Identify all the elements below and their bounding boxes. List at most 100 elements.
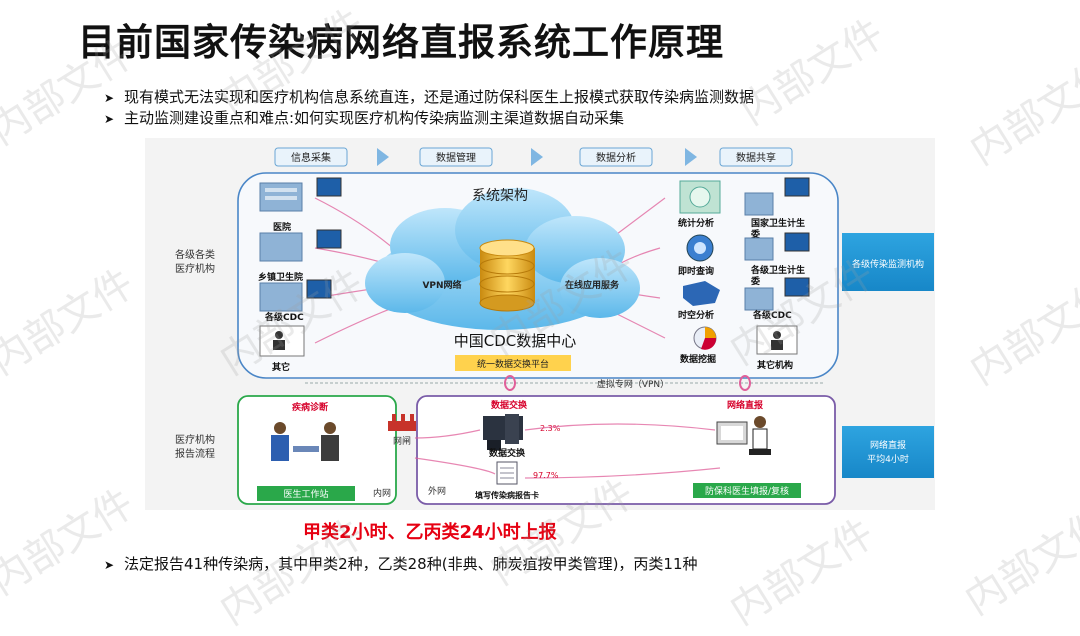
right-function-label: 时空分析 — [678, 309, 714, 321]
data-exchange-node-label: 数据交换 — [489, 447, 526, 459]
report-card-icon — [496, 461, 518, 485]
left-node-label: 各级CDC — [264, 311, 304, 323]
right-node-cdc: 各级CDC — [744, 277, 810, 321]
map-icon — [683, 281, 720, 306]
pct-exchange-label: 2.3% — [540, 424, 561, 433]
watermark-text: 内部文件 — [957, 500, 1080, 625]
bullet-text: 现有模式无法实现和医疗机构信息系统直连，还是通过防保科医生上报模式获取传染病监测… — [124, 88, 755, 106]
link-icon — [739, 375, 751, 391]
monitor-icon — [316, 177, 342, 197]
flow-steps: 信息采集 数据管理 数据分析 数据共享 — [274, 147, 793, 167]
flow-step: 数据分析 — [596, 151, 636, 164]
database-icon — [479, 239, 535, 312]
right-function-query: 即时查询 — [678, 234, 714, 277]
person-icon — [275, 331, 283, 339]
right-node-label: 各级CDC — [752, 309, 792, 321]
svg-text:平均4小时: 平均4小时 — [867, 453, 909, 465]
left-node-label: 乡镇卫生院 — [258, 271, 303, 283]
watermark-text: 内部文件 — [732, 10, 893, 135]
left-node-hospital: 医院 — [259, 177, 342, 233]
right-function-label: 即时查询 — [678, 265, 714, 277]
right-node-other: 其它机构 — [756, 325, 798, 371]
left-group-label: 各级各类 — [175, 248, 215, 261]
bullet-item: ➤ 主动监测建设重点和难点:如何实现医疗机构传染病监测主渠道数据自动采集 — [104, 107, 624, 128]
direct-report-time-box — [842, 426, 934, 478]
arrow-right-icon — [531, 148, 543, 166]
right-function-label: 数据挖掘 — [680, 353, 716, 365]
prevention-doctor-box — [693, 483, 801, 498]
reporting-deadline-text: 甲类2小时、乙丙类24小时上报 — [303, 522, 557, 543]
page-title: 目前国家传染病网络直报系统工作原理 — [78, 21, 724, 64]
vpn-label: 虚拟专网（VPN） — [597, 378, 669, 390]
exchange-platform-label: 统一数据交换平台 — [477, 358, 549, 370]
vpn-network-label: VPN网络 — [422, 279, 461, 291]
right-function-label: 统计分析 — [678, 217, 714, 229]
watermark-text: 内部文件 — [962, 50, 1080, 175]
right-function-stats: 统计分析 — [678, 180, 721, 229]
arrow-right-icon — [685, 148, 697, 166]
data-exchange-title: 数据交换 — [491, 399, 528, 411]
flow-step: 信息采集 — [291, 151, 331, 164]
bullet-text: 主动监测建设重点和难点:如何实现医疗机构传染病监测主渠道数据自动采集 — [124, 109, 625, 127]
svg-text:委: 委 — [750, 228, 761, 240]
bullet-item: ➤ 现有模式无法实现和医疗机构信息系统直连，还是通过防保科医生上报模式获取传染病监… — [104, 86, 754, 107]
doctor-patient-icon — [271, 422, 339, 461]
watermark-text: 内部文件 — [0, 480, 143, 605]
exchange-platform-box — [455, 355, 571, 371]
doctor-station-box — [257, 486, 355, 501]
right-function-spatial: 时空分析 — [678, 281, 720, 321]
flow-step: 数据管理 — [436, 151, 476, 164]
fill-card-label: 填写传染病报告卡 — [475, 490, 539, 500]
monitor-icon — [784, 277, 810, 297]
disease-diagnosis-label: 疾病诊断 — [292, 401, 328, 413]
left-node-label: 医院 — [273, 221, 291, 233]
arrow-bullet-icon: ➤ — [104, 558, 115, 572]
watermark-text: 内部文件 — [0, 260, 143, 385]
data-center-label: 中国CDC数据中心 — [454, 332, 577, 350]
direct-report-time-label: 网络直报 — [870, 439, 906, 451]
monitor-icon — [316, 229, 342, 249]
prevention-doctor-label: 防保科医生填报/复核 — [705, 485, 789, 497]
intranet-label: 内网 — [373, 487, 391, 499]
prevention-doctor-icon — [716, 416, 771, 455]
monitor-icon — [306, 279, 332, 299]
watermark-text: 内部文件 — [722, 510, 883, 635]
pct-card-label: 97.7% — [533, 471, 559, 480]
right-function-mining: 数据挖掘 — [680, 326, 717, 365]
extranet-label: 外网 — [428, 485, 446, 497]
arrow-bullet-icon: ➤ — [104, 112, 115, 126]
online-service-label: 在线应用服务 — [565, 279, 620, 291]
arrow-right-icon — [377, 148, 389, 166]
left-node-other: 其它 — [259, 325, 305, 373]
direct-report-title: 网络直报 — [727, 399, 763, 411]
bullet-text: 法定报告41种传染病，其中甲类2种，乙类28种(非典、肺炭疽按甲类管理)，丙类1… — [124, 555, 698, 573]
person-icon — [773, 331, 781, 339]
monitoring-agencies-label: 各级传染监测机构 — [852, 258, 924, 270]
right-node-label: 其它机构 — [757, 359, 793, 371]
bullet-item: ➤ 法定报告41种传染病，其中甲类2种，乙类28种(非典、肺炭疽按甲类管理)，丙类… — [104, 553, 698, 574]
system-arch-label: 系统架构 — [472, 188, 528, 204]
flow-step: 数据共享 — [736, 151, 776, 164]
doctor-station-label: 医生工作站 — [283, 488, 328, 500]
left-node-label: 其它 — [272, 361, 290, 373]
system-architecture-diagram: 信息采集 数据管理 数据分析 数据共享 各级各类 医疗机构 医院 乡镇卫生院 — [145, 138, 935, 510]
server-icon — [483, 414, 523, 450]
right-node-nhc: 国家卫生计生 委 — [744, 177, 810, 240]
gateway-firewall-icon — [388, 414, 416, 431]
gateway-label: 网闸 — [393, 436, 411, 447]
left-group-label-2: 医疗机构 — [175, 262, 215, 275]
watermark-text: 内部文件 — [962, 270, 1080, 395]
cloud-network: 系统架构 VPN网络 在线应用服务 — [365, 188, 640, 330]
right-node-label: 各级卫生计生 — [750, 264, 805, 276]
monitor-icon — [784, 177, 810, 197]
monitor-icon — [784, 232, 810, 252]
right-node-label: 国家卫生计生 — [751, 217, 805, 229]
link-icon — [504, 375, 516, 391]
arrow-bullet-icon: ➤ — [104, 91, 115, 105]
svg-text:报告流程: 报告流程 — [175, 447, 215, 460]
left-node-cdc: 各级CDC — [259, 279, 332, 323]
left-node-township: 乡镇卫生院 — [258, 229, 342, 283]
monitoring-agencies-box — [842, 233, 934, 291]
svg-text:委: 委 — [750, 275, 761, 287]
right-node-local-hc: 各级卫生计生 委 — [744, 232, 810, 287]
